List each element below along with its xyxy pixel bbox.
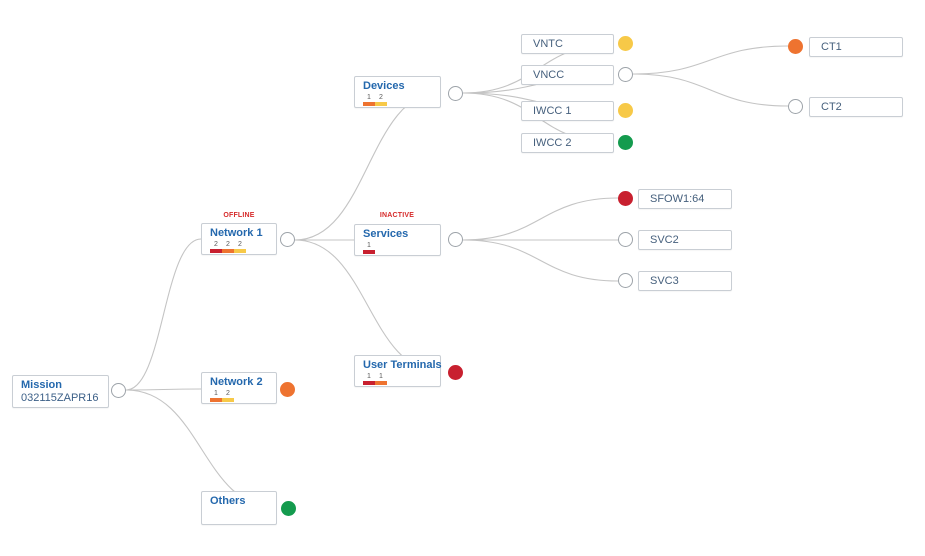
node-title: IWCC 2 (533, 137, 572, 149)
node-title: Network 1 (210, 227, 263, 239)
node-title: SFOW1:64 (650, 193, 705, 205)
severity-counts: 2 2 2 (210, 241, 268, 253)
node-subtitle: 032115ZAPR16 (21, 392, 99, 404)
node-title: VNCC (533, 69, 565, 81)
severity-segment: 2 (222, 241, 234, 253)
edge-mission-network2 (125, 388, 202, 391)
node-mission[interactable]: Mission 032115ZAPR16 (12, 375, 109, 408)
status-label-network1: OFFLINE (223, 212, 255, 219)
status-dot-svc2[interactable] (618, 232, 633, 247)
node-title: CT1 (821, 41, 842, 53)
node-title: Devices (363, 80, 405, 92)
severity-count: 2 (238, 241, 242, 248)
node-sfow[interactable]: SFOW1:64 (638, 189, 732, 209)
node-iwcc2[interactable]: IWCC 2 (521, 133, 614, 153)
node-title: SVC2 (650, 234, 679, 246)
expand-toggle-vncc[interactable] (618, 67, 633, 82)
node-svc2[interactable]: SVC2 (638, 230, 732, 250)
severity-count: 1 (367, 94, 371, 101)
severity-bar (222, 398, 234, 402)
node-title: SVC3 (650, 275, 679, 287)
status-dot-iwcc1[interactable] (618, 103, 633, 118)
severity-count: 2 (226, 390, 230, 397)
edge-network1-terminals (294, 239, 442, 373)
severity-bar (375, 381, 387, 385)
severity-bar (210, 249, 222, 253)
severity-bar (363, 381, 375, 385)
severity-bar (210, 398, 222, 402)
status-dot-others[interactable] (281, 501, 296, 516)
severity-count: 2 (226, 241, 230, 248)
node-title: IWCC 1 (533, 105, 572, 117)
node-vntc[interactable]: VNTC (521, 34, 614, 54)
expand-toggle-network1[interactable] (280, 232, 295, 247)
status-dot-ct2[interactable] (788, 99, 803, 114)
node-title: Network 2 (210, 376, 263, 388)
expand-toggle-mission[interactable] (111, 383, 126, 398)
severity-segment: 1 (210, 390, 222, 402)
severity-segment: 2 (234, 241, 246, 253)
node-iwcc1[interactable]: IWCC 1 (521, 101, 614, 121)
node-title: Others (210, 495, 246, 507)
node-title: Mission (21, 379, 62, 391)
severity-bar (363, 250, 375, 254)
status-dot-user-terminals[interactable] (448, 365, 463, 380)
node-services[interactable]: Services 1 (354, 224, 441, 256)
severity-segment: 2 (210, 241, 222, 253)
status-dot-ct1[interactable] (788, 39, 803, 54)
node-vncc[interactable]: VNCC (521, 65, 614, 85)
severity-count: 1 (214, 390, 218, 397)
severity-counts: 1 (363, 242, 432, 254)
edge-vncc-ct2 (632, 73, 789, 107)
node-svc3[interactable]: SVC3 (638, 271, 732, 291)
edge-services-svc3 (462, 239, 619, 282)
status-dot-iwcc2[interactable] (618, 135, 633, 150)
status-dot-network2[interactable] (280, 382, 295, 397)
node-others[interactable]: Others (201, 491, 277, 525)
node-ct2[interactable]: CT2 (809, 97, 903, 117)
severity-segment: 2 (222, 390, 234, 402)
edge-services-sfow (462, 197, 619, 241)
node-title: Services (363, 228, 409, 240)
severity-bar (363, 102, 375, 106)
expand-toggle-devices[interactable] (448, 86, 463, 101)
severity-count: 1 (367, 242, 371, 249)
status-dot-vntc[interactable] (618, 36, 633, 51)
severity-count: 2 (379, 94, 383, 101)
severity-count: 1 (379, 373, 383, 380)
node-ct1[interactable]: CT1 (809, 37, 903, 57)
status-label-services: INACTIVE (379, 212, 415, 219)
severity-segment: 1 (375, 373, 387, 385)
severity-segment: 1 (363, 94, 375, 106)
severity-count: 1 (367, 373, 371, 380)
node-title: CT2 (821, 101, 842, 113)
severity-count: 2 (214, 241, 218, 248)
edge-vncc-ct1 (632, 45, 789, 75)
edge-mission-network1 (125, 238, 202, 391)
node-title: VNTC (533, 38, 563, 50)
status-dot-sfow[interactable] (618, 191, 633, 206)
severity-segment: 1 (363, 373, 375, 385)
status-dot-svc3[interactable] (618, 273, 633, 288)
severity-segment: 1 (363, 242, 375, 254)
node-network1[interactable]: Network 1 2 2 2 (201, 223, 277, 255)
severity-bar (222, 249, 234, 253)
severity-segment: 2 (375, 94, 387, 106)
severity-bar (234, 249, 246, 253)
node-title: User Terminals (363, 359, 442, 371)
severity-bar (375, 102, 387, 106)
expand-toggle-services[interactable] (448, 232, 463, 247)
